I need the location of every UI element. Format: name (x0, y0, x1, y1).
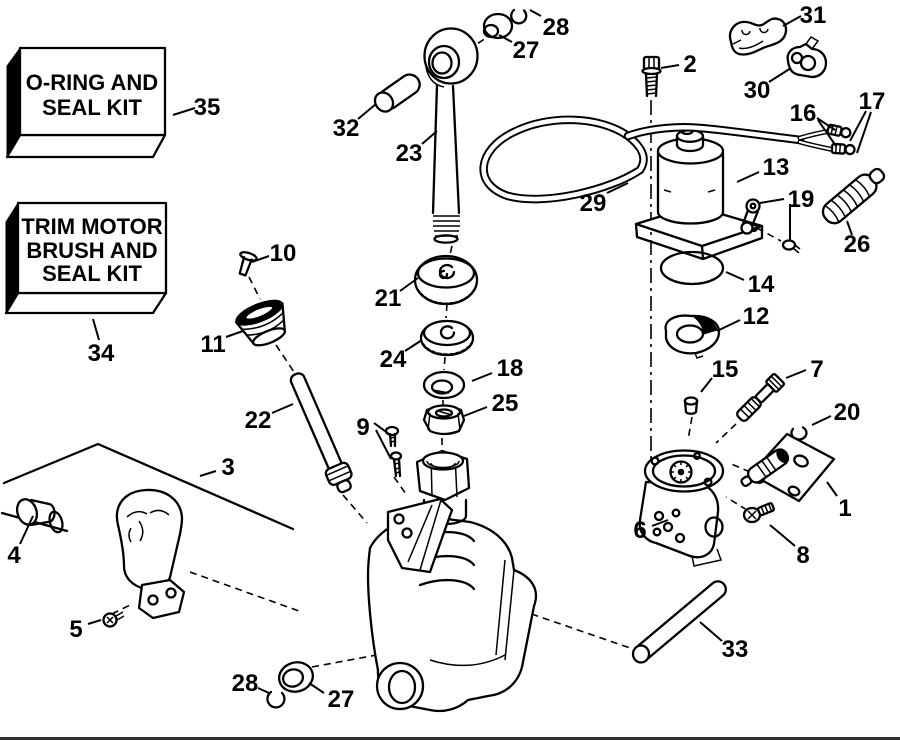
kit-box-trim-line2: BRUSH AND (26, 238, 157, 263)
callout-9: 9 (356, 414, 369, 441)
assembly-centerlines (111, 37, 782, 668)
kit-box-oring-line1: O-RING AND (26, 70, 158, 95)
kit-box-trim-line3: SEAL KIT (42, 261, 142, 286)
part-o-ring-20 (790, 426, 808, 441)
callout-17: 17 (859, 88, 886, 115)
callout-6: 6 (633, 517, 646, 544)
callout-35: 35 (194, 94, 221, 121)
callout-32: 32 (333, 115, 360, 142)
part-bolt-2 (641, 55, 662, 98)
part-reservoir (115, 488, 186, 620)
part-snap-ring-28-top (510, 8, 528, 25)
kit-box-oring-seal: O-RING AND SEAL KIT (5, 46, 167, 159)
callout-2: 2 (683, 51, 696, 78)
part-o-ring-14 (659, 250, 725, 286)
part-valve-plug-15 (683, 396, 699, 415)
part-anchor-pin-33 (631, 580, 727, 664)
part-lock-nut-25 (422, 404, 466, 436)
part-main-housing (366, 449, 538, 713)
callout-13: 13 (763, 154, 790, 181)
part-connector-30 (786, 36, 828, 79)
kit-box-trim-line1: TRIM MOTOR (21, 214, 162, 239)
part-lever-19 (740, 198, 801, 254)
callout-14: 14 (748, 271, 775, 298)
part-ribbed-bushing-11 (234, 299, 287, 347)
callout-31: 31 (800, 2, 827, 29)
callout-30: 30 (744, 77, 771, 104)
part-piston-rod-22 (289, 372, 353, 494)
callout-22: 22 (245, 407, 272, 434)
part-trim-motor-13 (656, 126, 725, 225)
kit-box-oring-line2: SEAL KIT (42, 95, 142, 120)
callout-4: 4 (7, 542, 21, 569)
part-bushing-27-top (482, 12, 514, 40)
callout-23: 23 (396, 140, 423, 167)
part-bleed-screws-9 (384, 425, 403, 478)
part-pivot-pin-32 (373, 73, 421, 113)
part-wire-harness-29 (479, 115, 837, 204)
callout-8: 8 (796, 542, 809, 569)
part-retainer-clip-31 (728, 17, 788, 56)
callout-19: 19 (788, 186, 815, 213)
callout-34: 34 (88, 340, 115, 367)
callout-28-bottom: 28 (232, 670, 259, 697)
callout-10: 10 (270, 240, 297, 267)
part-end-cap-12 (664, 314, 721, 359)
callout-29: 29 (580, 190, 607, 217)
callout-15: 15 (712, 356, 739, 383)
callout-28-top: 28 (543, 14, 570, 41)
callout-1: 1 (838, 495, 851, 522)
image-bottom-edge (0, 737, 900, 740)
callout-20: 20 (834, 399, 861, 426)
part-piston-24 (419, 319, 475, 357)
callout-33: 33 (722, 636, 749, 663)
callout-25: 25 (492, 390, 519, 417)
part-cylinder-cap-21 (413, 254, 479, 306)
part-pin-screw-10 (238, 251, 258, 277)
callout-27-top: 27 (513, 37, 540, 64)
callout-5: 5 (69, 616, 82, 643)
callout-11: 11 (200, 331, 225, 358)
part-screw-5 (102, 611, 125, 628)
callout-3: 3 (221, 454, 234, 481)
part-bolt-7 (736, 373, 785, 422)
callout-21: 21 (375, 285, 402, 312)
callout-26: 26 (844, 231, 871, 258)
part-washer-18 (422, 370, 466, 400)
part-tilt-rod-23 (423, 27, 479, 244)
callout-27-bottom: 27 (328, 686, 355, 713)
callout-leader-lines (19, 9, 872, 694)
part-pump-body-6 (638, 449, 725, 567)
callout-18: 18 (497, 355, 524, 382)
part-bushing-27-bottom (278, 661, 314, 693)
callout-7: 7 (810, 356, 823, 383)
part-valve-plate-1 (740, 432, 836, 503)
kit-box-trim-motor: TRIM MOTOR BRUSH AND SEAL KIT (4, 201, 168, 315)
part-grip-tube-26 (821, 167, 886, 225)
callout-numbers: 1 2 3 4 5 6 7 8 9 10 11 12 13 14 15 16 1… (7, 2, 885, 713)
callout-16: 16 (790, 100, 817, 127)
callout-12: 12 (743, 303, 770, 330)
callout-24: 24 (380, 346, 407, 373)
part-screw-8 (742, 502, 775, 524)
part-snap-ring-28-bottom (266, 690, 286, 709)
